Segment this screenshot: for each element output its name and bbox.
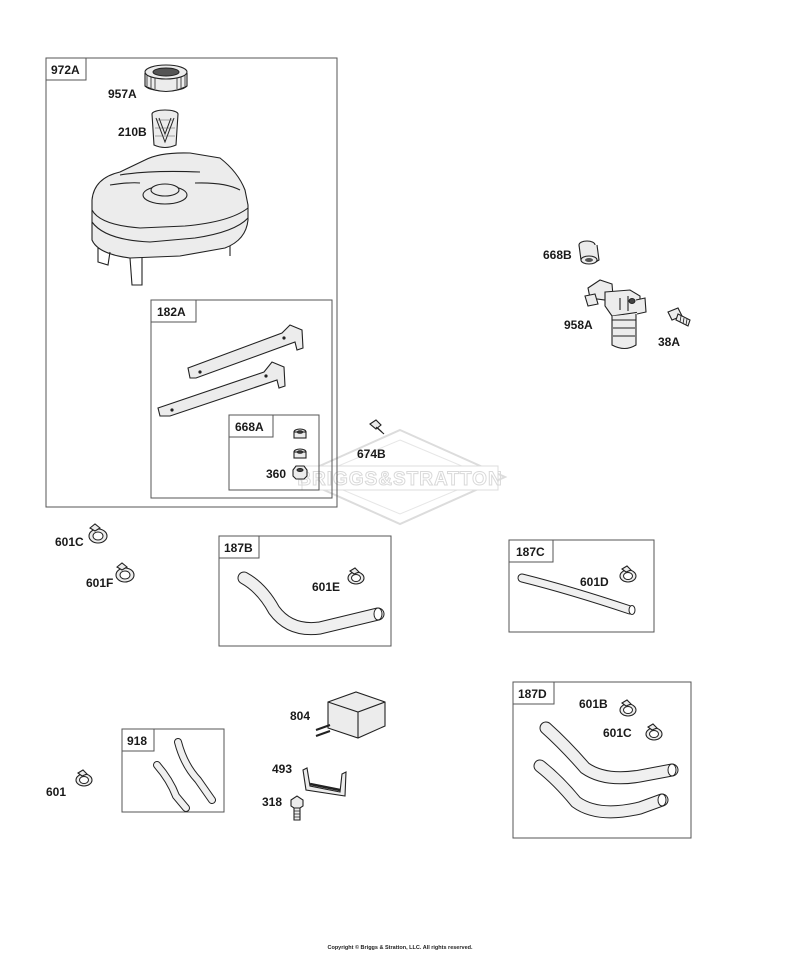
fuel-tank-icon[interactable] xyxy=(91,152,249,286)
spacer-icon[interactable] xyxy=(293,448,307,459)
part-label-804: 804 xyxy=(290,709,310,723)
group-label-668A: 668A xyxy=(235,420,264,434)
fuel-shutoff-valve-icon[interactable] xyxy=(584,279,647,350)
part-label-493: 493 xyxy=(272,762,292,776)
fuel-line-918-icon[interactable] xyxy=(153,738,216,812)
part-label-601B: 601B xyxy=(579,697,608,711)
fuel-cap-icon[interactable] xyxy=(144,64,188,93)
group-tag-918 xyxy=(121,728,155,752)
part-label-601: 601 xyxy=(46,785,66,799)
control-module-804-icon[interactable] xyxy=(315,691,386,739)
group-label-972A: 972A xyxy=(51,63,80,77)
watermark-text: BRIGGS&STRATTON xyxy=(297,469,502,490)
part-label-674B: 674B xyxy=(357,447,386,461)
part-label-958A: 958A xyxy=(564,318,593,332)
group-label-918: 918 xyxy=(127,734,147,748)
bracket-493-icon[interactable] xyxy=(302,767,347,797)
group-box-918 xyxy=(121,728,225,813)
clamp-601C-right-icon[interactable] xyxy=(645,723,663,741)
group-tag-182A xyxy=(150,299,197,323)
group-tag-187B xyxy=(218,535,260,559)
clamp-601-icon[interactable] xyxy=(75,769,93,787)
group-box-182A xyxy=(150,299,333,499)
copyright-footer: Copyright © Briggs & Stratton, LLC. All … xyxy=(327,945,473,951)
group-box-187D xyxy=(512,681,692,839)
grommet-icon[interactable] xyxy=(293,428,307,439)
screw-674B-icon[interactable] xyxy=(369,419,385,435)
part-label-668B: 668B xyxy=(543,248,572,262)
part-label-318: 318 xyxy=(262,795,282,809)
fuel-strainer-icon[interactable] xyxy=(151,109,179,149)
clamp-601E-icon[interactable] xyxy=(347,567,365,585)
fuel-line-187D-lower-icon[interactable] xyxy=(533,759,669,819)
group-label-187D: 187D xyxy=(518,687,547,701)
nut-360-icon[interactable] xyxy=(292,465,308,480)
part-label-957A: 957A xyxy=(108,87,137,101)
group-tag-972A xyxy=(45,57,87,81)
bolt-318-icon[interactable] xyxy=(290,795,304,821)
part-label-601D: 601D xyxy=(580,575,609,589)
group-label-187C: 187C xyxy=(516,545,545,559)
group-tag-187C xyxy=(508,539,554,563)
group-label-182A: 182A xyxy=(157,305,186,319)
part-label-210B: 210B xyxy=(118,125,147,139)
screw-38A-icon[interactable] xyxy=(667,307,691,327)
group-tag-668A xyxy=(228,414,274,438)
part-label-360: 360 xyxy=(266,467,286,481)
clamp-601B-icon[interactable] xyxy=(619,699,637,717)
tank-bracket-upper-icon[interactable] xyxy=(187,324,304,379)
fuel-line-187B-icon[interactable] xyxy=(237,571,385,636)
clamp-601D-icon[interactable] xyxy=(619,565,637,583)
part-label-38A: 38A xyxy=(658,335,680,349)
part-label-601E: 601E xyxy=(312,580,340,594)
clamp-601F-icon[interactable] xyxy=(115,562,135,583)
sleeve-668B-icon[interactable] xyxy=(578,240,600,265)
fuel-line-187D-upper-icon[interactable] xyxy=(539,721,679,785)
group-box-972A xyxy=(45,57,338,508)
group-box-668A xyxy=(228,414,320,491)
group-box-187B xyxy=(218,535,392,647)
tank-bracket-lower-icon[interactable] xyxy=(157,361,286,417)
part-label-601C-right: 601C xyxy=(603,726,632,740)
group-box-187C xyxy=(508,539,655,633)
part-label-601C: 601C xyxy=(55,535,84,549)
watermark-logo: BRIGGS&STRATTON xyxy=(292,428,508,526)
group-tag-187D xyxy=(512,681,555,705)
group-label-187B: 187B xyxy=(224,541,253,555)
part-label-601F: 601F xyxy=(86,576,113,590)
clamp-601C-icon[interactable] xyxy=(88,523,108,544)
fuel-line-187C-icon[interactable] xyxy=(517,573,636,615)
